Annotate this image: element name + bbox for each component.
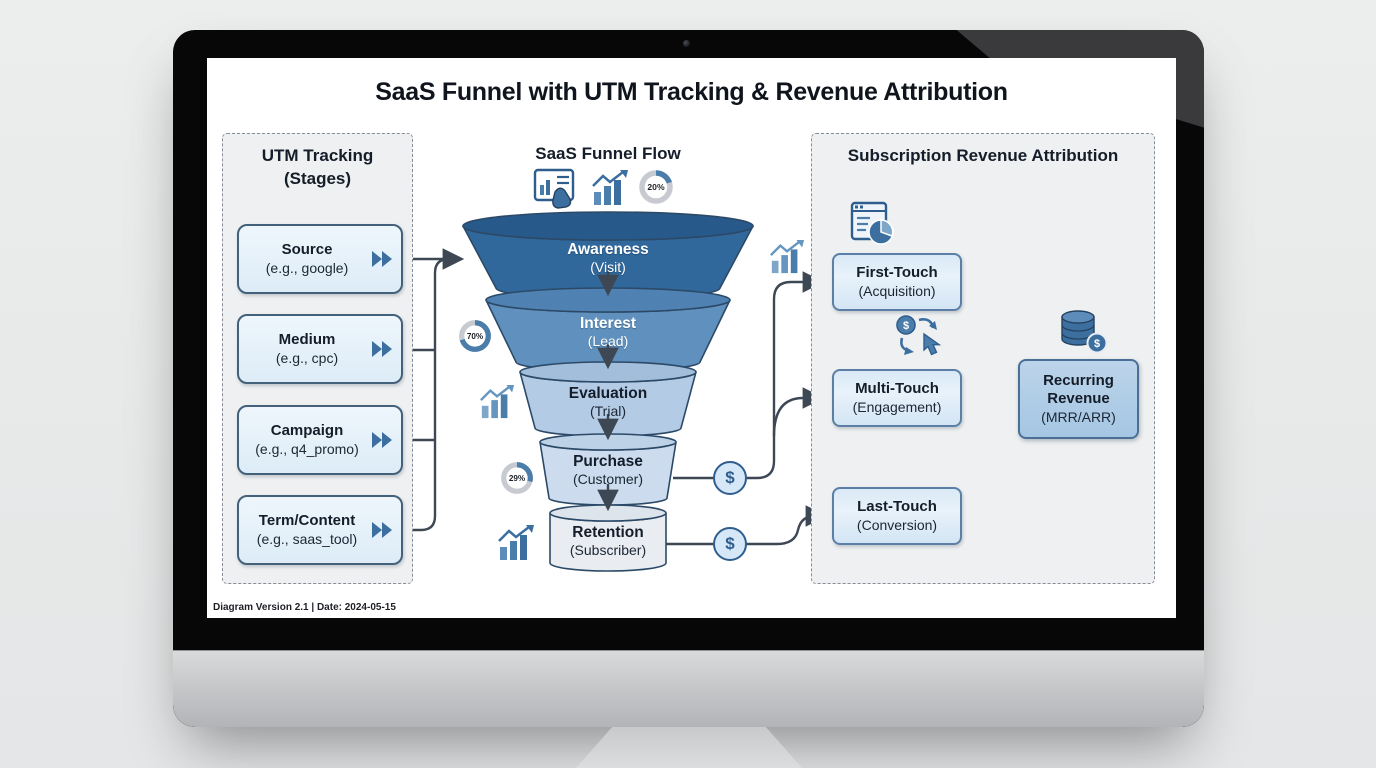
- utm-term-example: (e.g., saas_tool): [256, 530, 358, 547]
- report-click-icon: [533, 168, 575, 209]
- svg-text:$: $: [903, 320, 909, 332]
- utm-source-example: (e.g., google): [265, 259, 349, 276]
- funnel-graphic: [462, 211, 754, 572]
- utm-medium-label: Medium: [278, 330, 336, 348]
- utm-source-label: Source: [281, 240, 333, 258]
- funnel-rim-awareness: [462, 211, 754, 241]
- utm-panel-title-line1: UTM Tracking: [261, 146, 374, 165]
- svg-text:70%: 70%: [467, 332, 484, 341]
- node-first-touch: First-Touch (Acquisition): [832, 253, 962, 311]
- bar-chart-growth-icon: [498, 525, 534, 560]
- utm-term-label: Term/Content: [258, 511, 356, 529]
- version-note: Diagram Version 2.1 | Date: 2024-05-15: [213, 602, 396, 613]
- utm-box-medium: Medium (e.g., cpc): [237, 314, 403, 384]
- dollar-circle-icon: $: [713, 527, 747, 561]
- monitor-chin: [173, 650, 1204, 727]
- dollar-circle-icon: $: [713, 461, 747, 495]
- revenue-connectors: [666, 271, 828, 546]
- funnel-label-awareness: Awareness (Visit): [567, 241, 649, 276]
- bar-chart-growth-icon: [480, 384, 515, 419]
- diagram-title: SaaS Funnel with UTM Tracking & Revenue …: [375, 78, 1008, 106]
- double-chevron-icon: [372, 341, 392, 357]
- svg-text:29%: 29%: [509, 474, 526, 483]
- revenue-coins-icon: $: [1061, 310, 1108, 354]
- webcam-dot: [683, 40, 690, 47]
- node-recurring-revenue: Recurring Revenue (MRR/ARR): [1018, 359, 1139, 439]
- funnel-label-evaluation: Evaluation (Trial): [568, 385, 648, 420]
- funnel-rim-evaluation: [519, 361, 697, 383]
- funnel-label-retention: Retention (Subscriber): [569, 524, 647, 559]
- paid-conversion-icon: $: [896, 315, 942, 356]
- monitor-frame: SaaS Funnel with UTM Tracking & Revenue …: [173, 30, 1204, 727]
- utm-box-source: Source (e.g., google): [237, 224, 403, 294]
- svg-text:20%: 20%: [647, 182, 665, 192]
- double-chevron-icon: [372, 251, 392, 267]
- donut-20pct-icon: 20%: [639, 170, 673, 204]
- funnel-label-interest: Interest (Lead): [580, 315, 636, 350]
- node-multi-touch: Multi-Touch (Engagement): [832, 369, 962, 427]
- funnel-rim-purchase: [539, 433, 677, 451]
- utm-campaign-label: Campaign: [270, 421, 344, 439]
- diagram-screen: SaaS Funnel with UTM Tracking & Revenue …: [207, 58, 1176, 618]
- donut-70pct-icon: 70%: [459, 320, 491, 352]
- monitor-stand: [576, 727, 802, 768]
- funnel-flow-title: SaaS Funnel Flow: [535, 144, 681, 163]
- double-chevron-icon: [372, 432, 392, 448]
- funnel-rim-interest: [485, 287, 731, 313]
- funnel-rim-retention: [549, 504, 667, 522]
- utm-panel-title-line2: (Stages): [283, 168, 352, 188]
- node-last-touch: Last-Touch (Conversion): [832, 487, 962, 545]
- bar-chart-growth-icon: [770, 239, 805, 274]
- utm-box-campaign: Campaign (e.g., q4_promo): [237, 405, 403, 475]
- svg-text:$: $: [1094, 338, 1100, 350]
- utm-campaign-example: (e.g., q4_promo): [255, 440, 359, 457]
- donut-29pct-icon: 29%: [501, 462, 533, 494]
- attribution-panel-title: Subscription Revenue Attribution: [847, 146, 1119, 165]
- utm-medium-example: (e.g., cpc): [275, 349, 339, 366]
- double-chevron-icon: [372, 522, 392, 538]
- utm-panel-title: UTM Tracking (Stages): [223, 145, 412, 191]
- bar-chart-growth-icon: [592, 170, 628, 205]
- diagram-canvas: [403, 211, 1015, 572]
- utm-box-term-content: Term/Content (e.g., saas_tool): [237, 495, 403, 565]
- report-pie-icon: [850, 201, 894, 245]
- funnel-label-purchase: Purchase (Customer): [572, 453, 643, 488]
